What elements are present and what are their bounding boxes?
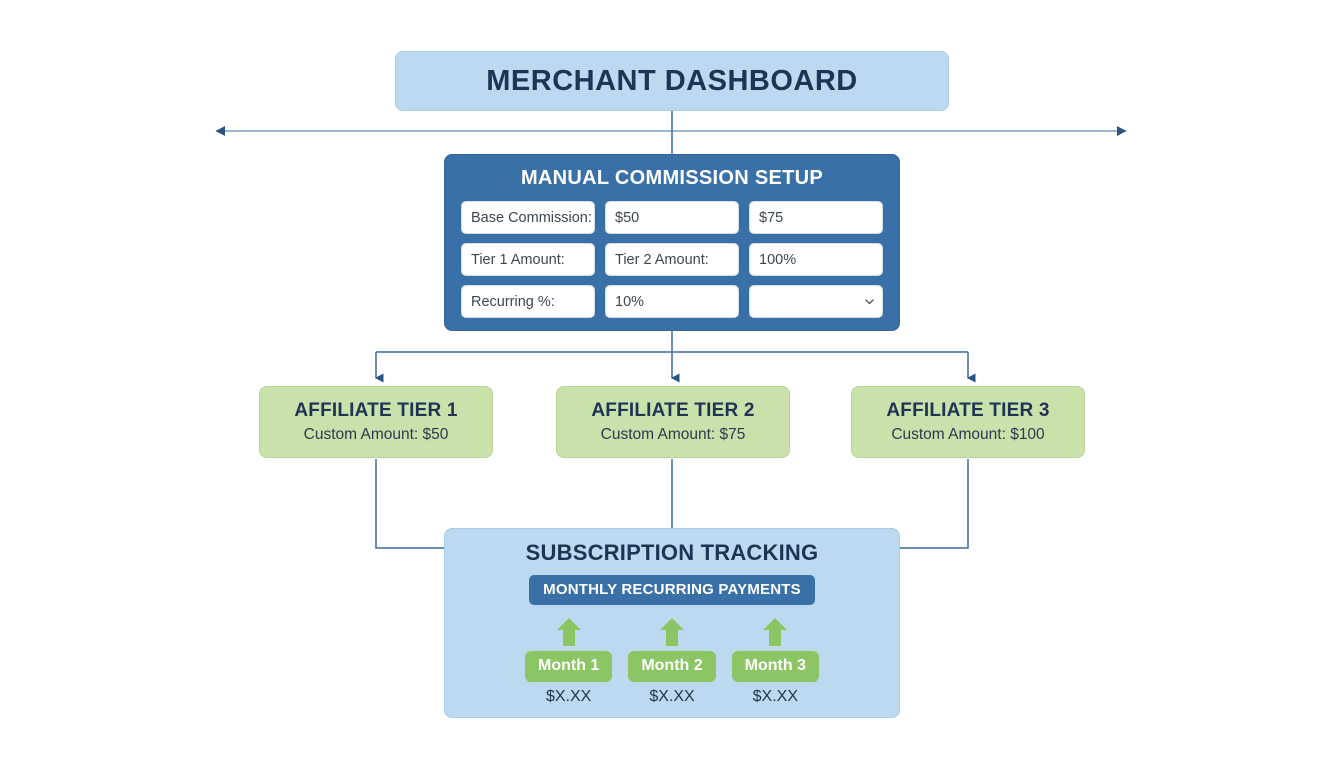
month-2-column: Month 2 $X.XX (628, 617, 716, 706)
commission-form-grid: Base Commission: $50 $75 Tier 1 Amount: … (461, 201, 883, 318)
tier-2-amount-label-field: Tier 2 Amount: (605, 243, 739, 276)
month-3-chip[interactable]: Month 3 (731, 651, 819, 682)
affiliate-tier-2-title: AFFILIATE TIER 2 (591, 400, 755, 421)
recurring-percent-value: 10% (615, 293, 645, 310)
recurring-percent-input[interactable]: 10% (605, 285, 739, 318)
months-row: Month 1 $X.XX Month 2 $X.XX Month 3 $X.X… (525, 617, 819, 706)
base-commission-label: Base Commission: (471, 209, 592, 226)
affiliate-tier-3-title: AFFILIATE TIER 3 (886, 400, 1050, 421)
month-3-column: Month 3 $X.XX (731, 617, 819, 706)
tier-1-amount-label: Tier 1 Amount: (471, 251, 565, 268)
affiliate-tier-3-amount: Custom Amount: $100 (891, 426, 1045, 443)
affiliate-tier-2-amount: Custom Amount: $75 (600, 426, 746, 443)
month-3-amount: $X.XX (752, 688, 798, 705)
affiliate-tier-3-box: AFFILIATE TIER 3 Custom Amount: $100 (851, 386, 1085, 458)
affiliate-tier-1-title: AFFILIATE TIER 1 (294, 400, 458, 421)
month-1-chip[interactable]: Month 1 (525, 651, 613, 682)
commission-type-select[interactable] (749, 285, 883, 318)
tier-2-amount-label: Tier 2 Amount: (615, 251, 709, 268)
recurring-percent-label-field: Recurring %: (461, 285, 595, 318)
manual-commission-setup-panel: MANUAL COMMISSION SETUP Base Commission:… (444, 154, 900, 331)
affiliate-tier-1-box: AFFILIATE TIER 1 Custom Amount: $50 (259, 386, 493, 458)
base-commission-alt-value: $75 (759, 209, 784, 226)
base-commission-alt-input[interactable]: $75 (749, 201, 883, 234)
tier-percent-input[interactable]: 100% (749, 243, 883, 276)
affiliate-tier-2-box: AFFILIATE TIER 2 Custom Amount: $75 (556, 386, 790, 458)
subscription-tracking-title: SUBSCRIPTION TRACKING (525, 540, 819, 565)
chevron-down-icon (865, 299, 874, 305)
tier-1-amount-label-field: Tier 1 Amount: (461, 243, 595, 276)
recurring-percent-label: Recurring %: (471, 293, 555, 310)
arrow-up-icon (659, 618, 684, 646)
base-commission-value: $50 (615, 209, 640, 226)
month-2-chip[interactable]: Month 2 (628, 651, 716, 682)
base-commission-input[interactable]: $50 (605, 201, 739, 234)
base-commission-label-field: Base Commission: (461, 201, 595, 234)
merchant-dashboard-box: MERCHANT DASHBOARD (395, 51, 949, 111)
affiliate-tier-1-amount: Custom Amount: $50 (303, 426, 449, 443)
monthly-recurring-payments-badge: MONTHLY RECURRING PAYMENTS (529, 575, 815, 605)
tier-percent-value: 100% (759, 251, 797, 268)
month-2-amount: $X.XX (649, 688, 695, 705)
subscription-tracking-panel: SUBSCRIPTION TRACKING MONTHLY RECURRING … (444, 528, 900, 718)
commission-setup-title: MANUAL COMMISSION SETUP (520, 167, 824, 189)
month-1-column: Month 1 $X.XX (525, 617, 613, 706)
month-1-amount: $X.XX (545, 688, 592, 705)
arrow-up-icon (556, 618, 581, 646)
page-title: MERCHANT DASHBOARD (486, 64, 858, 97)
arrow-up-icon (763, 618, 788, 646)
